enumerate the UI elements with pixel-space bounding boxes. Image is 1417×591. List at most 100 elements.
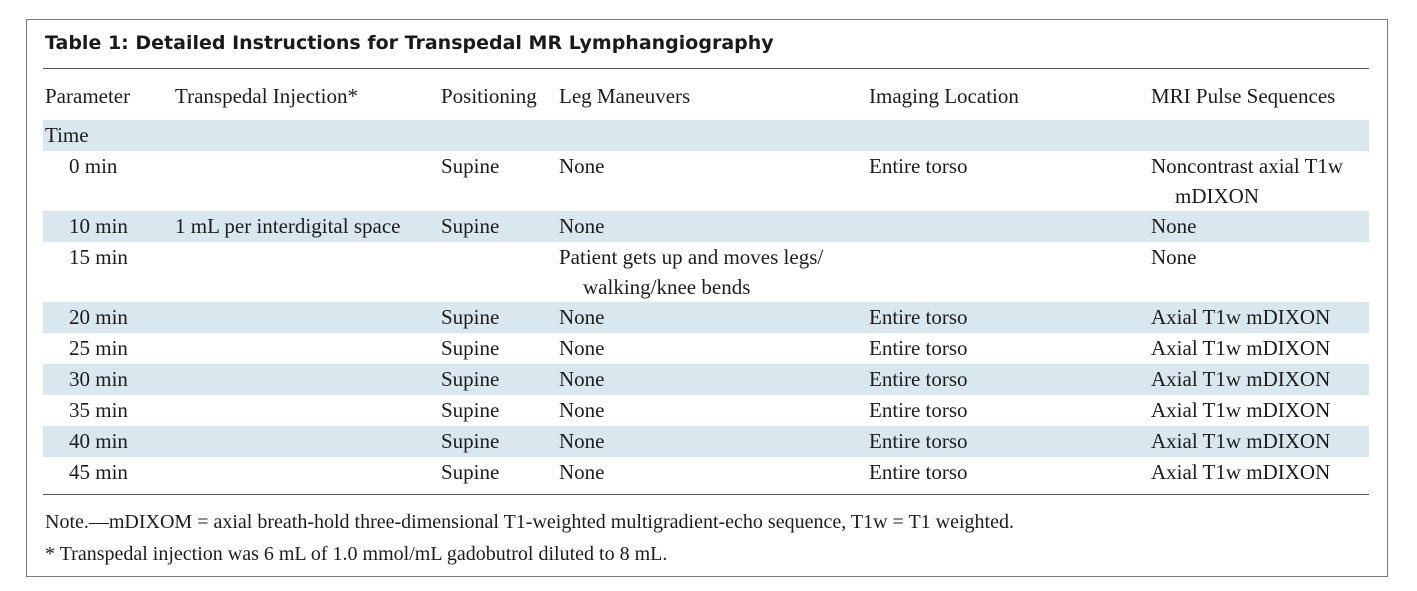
cell-line: Axial T1w mDIXON bbox=[1151, 398, 1331, 422]
injection-cell bbox=[173, 333, 439, 364]
positioning-cell: Supine bbox=[439, 364, 557, 395]
maneuvers-cell: None bbox=[557, 364, 867, 395]
header-row: Parameter Transpedal Injection* Position… bbox=[43, 72, 1369, 120]
positioning-cell: Supine bbox=[441, 336, 500, 360]
table-row: 35 min Supine None Entire torso Axial T1w mD… bbox=[43, 395, 1369, 426]
cell-line: Axial T1w mDIXON bbox=[1151, 429, 1331, 453]
cell-line: Axial T1w mDIXON bbox=[1151, 460, 1331, 484]
cell-line: Axial T1w mDIXON bbox=[1151, 336, 1331, 360]
sequences-cell: Axial T1w mDIXON bbox=[1149, 395, 1369, 426]
location-cell: Entire torso bbox=[869, 398, 968, 422]
sequences-cell: Axial T1w mDIXON bbox=[1149, 457, 1369, 488]
cell-line: None bbox=[559, 367, 605, 391]
header-injection: Transpedal Injection* bbox=[175, 83, 358, 108]
location-cell: Entire torso bbox=[867, 302, 1149, 333]
time-cell: 25 min bbox=[69, 336, 128, 360]
table-row: 25 min Supine None Entire torso Axial T1w mD… bbox=[43, 333, 1369, 364]
header-maneuvers: Leg Maneuvers bbox=[559, 83, 691, 108]
group-label: Time bbox=[43, 120, 1369, 151]
header-sequences: MRI Pulse Sequences bbox=[1151, 83, 1336, 108]
protocol-table: Parameter Transpedal Injection* Position… bbox=[43, 72, 1369, 488]
injection-cell bbox=[173, 457, 439, 488]
location-cell: Entire torso bbox=[867, 364, 1149, 395]
maneuvers-cell: None bbox=[557, 426, 867, 457]
cell-line: None bbox=[1151, 214, 1197, 238]
time-cell: 10 min bbox=[43, 211, 173, 242]
sequences-cell: None bbox=[1149, 242, 1369, 302]
maneuvers-cell: None bbox=[557, 211, 867, 242]
injection-cell bbox=[173, 426, 439, 457]
group-row: Time bbox=[43, 120, 1369, 151]
maneuvers-cell: None bbox=[557, 457, 867, 488]
injection-cell bbox=[173, 364, 439, 395]
maneuvers-cell: Patient gets up and moves legs/walking/k… bbox=[557, 242, 867, 302]
location-cell bbox=[867, 242, 1149, 302]
time-cell: 35 min bbox=[69, 398, 128, 422]
header-location: Imaging Location bbox=[869, 83, 1019, 108]
injection-cell bbox=[173, 395, 439, 426]
cell-line: None bbox=[559, 336, 605, 360]
cell-line: None bbox=[1151, 245, 1197, 269]
positioning-cell: Supine bbox=[439, 302, 557, 333]
table-title: Table 1: Detailed Instructions for Trans… bbox=[45, 32, 774, 54]
time-cell: 0 min bbox=[69, 154, 118, 178]
time-cell: 20 min bbox=[43, 302, 173, 333]
location-cell: Entire torso bbox=[869, 460, 968, 484]
sequences-cell: Axial T1w mDIXON bbox=[1149, 426, 1369, 457]
header-positioning: Positioning bbox=[441, 83, 537, 108]
sequences-cell: Noncontrast axial T1w mDIXON bbox=[1149, 151, 1369, 211]
time-cell: 30 min bbox=[43, 364, 173, 395]
positioning-cell: Supine bbox=[439, 211, 557, 242]
sequences-cell: Axial T1w mDIXON bbox=[1149, 302, 1369, 333]
sequences-cell: None bbox=[1149, 211, 1369, 242]
cell-line: None bbox=[559, 214, 605, 238]
cell-line: Patient gets up and moves legs/ bbox=[559, 245, 824, 269]
top-rule bbox=[43, 68, 1369, 69]
injection-cell bbox=[173, 242, 439, 302]
time-cell: 45 min bbox=[69, 460, 128, 484]
injection-cell: 1 mL per interdigital space bbox=[173, 211, 439, 242]
location-cell bbox=[867, 211, 1149, 242]
positioning-cell: Supine bbox=[441, 460, 500, 484]
positioning-cell bbox=[439, 242, 557, 302]
location-cell: Entire torso bbox=[867, 426, 1149, 457]
maneuvers-cell: None bbox=[557, 151, 867, 211]
note-injection: * Transpedal injection was 6 mL of 1.0 m… bbox=[45, 543, 668, 565]
cell-line: None bbox=[559, 305, 605, 329]
sequences-cell: Axial T1w mDIXON bbox=[1149, 333, 1369, 364]
cell-line-continued: mDIXON bbox=[1175, 184, 1259, 208]
table-frame: Table 1: Detailed Instructions for Trans… bbox=[26, 19, 1388, 577]
location-cell: Entire torso bbox=[869, 154, 968, 178]
cell-line-continued: walking/knee bends bbox=[583, 275, 751, 299]
positioning-cell: Supine bbox=[439, 426, 557, 457]
table-notes: Note.—mDIXOM = axial breath-hold three-d… bbox=[45, 506, 1014, 570]
sequences-cell: Axial T1w mDIXON bbox=[1149, 364, 1369, 395]
cell-line: None bbox=[559, 460, 605, 484]
time-cell: 40 min bbox=[43, 426, 173, 457]
location-cell: Entire torso bbox=[869, 336, 968, 360]
maneuvers-cell: None bbox=[557, 302, 867, 333]
cell-line: Axial T1w mDIXON bbox=[1151, 367, 1331, 391]
cell-line: Axial T1w mDIXON bbox=[1151, 305, 1331, 329]
bottom-rule bbox=[43, 494, 1369, 495]
cell-line: None bbox=[559, 154, 605, 178]
table-row: 15 min Patient gets up and moves legs/wal… bbox=[43, 242, 1369, 302]
table-row: 0 min Supine None Entire torso Noncontrast a… bbox=[43, 151, 1369, 211]
injection-cell bbox=[173, 302, 439, 333]
time-cell: 15 min bbox=[69, 245, 128, 269]
injection-cell bbox=[173, 151, 439, 211]
table-row: 45 min Supine None Entire torso Axial T1w mD… bbox=[43, 457, 1369, 488]
maneuvers-cell: None bbox=[557, 333, 867, 364]
positioning-cell: Supine bbox=[441, 154, 500, 178]
cell-line: None bbox=[559, 429, 605, 453]
cell-line: None bbox=[559, 398, 605, 422]
cell-line: Noncontrast axial T1w bbox=[1151, 154, 1344, 178]
maneuvers-cell: None bbox=[557, 395, 867, 426]
positioning-cell: Supine bbox=[441, 398, 500, 422]
header-parameter: Parameter bbox=[45, 83, 131, 108]
note-abbreviations: Note.—mDIXOM = axial breath-hold three-d… bbox=[45, 511, 1014, 533]
